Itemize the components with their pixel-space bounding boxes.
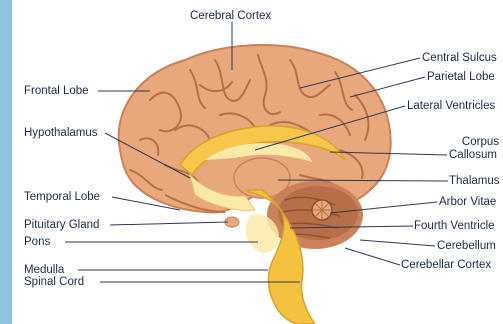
label-temporal-lobe: Temporal Lobe [24, 191, 100, 204]
label-pituitary-gland: Pituitary Gland [24, 219, 99, 232]
label-frontal-lobe: Frontal Lobe [24, 85, 89, 98]
label-arbor-vitae: Arbor Vitae [439, 196, 496, 209]
label-cerebellum: Cerebellum [437, 240, 496, 253]
label-cerebellar-cortex: Cerebellar Cortex [401, 259, 491, 272]
label-lateral-ventricles: Lateral Ventricles [407, 100, 495, 113]
label-corpus: Corpus [451, 136, 499, 149]
label-cerebral-cortex: Cerebral Cortex [190, 10, 271, 23]
label-fourth-ventricle: Fourth Ventricle [414, 220, 495, 233]
label-central-sulcus: Central Sulcus [422, 52, 497, 65]
label-spinal-cord: Spinal Cord [24, 276, 84, 289]
label-parietal-lobe: Parietal Lobe [427, 71, 495, 84]
label-hypothalamus: Hypothalamus [24, 127, 98, 140]
label-thalamus: Thalamus [449, 175, 500, 188]
label-pons: Pons [24, 236, 50, 249]
label-callosum: Callosum [449, 149, 497, 162]
